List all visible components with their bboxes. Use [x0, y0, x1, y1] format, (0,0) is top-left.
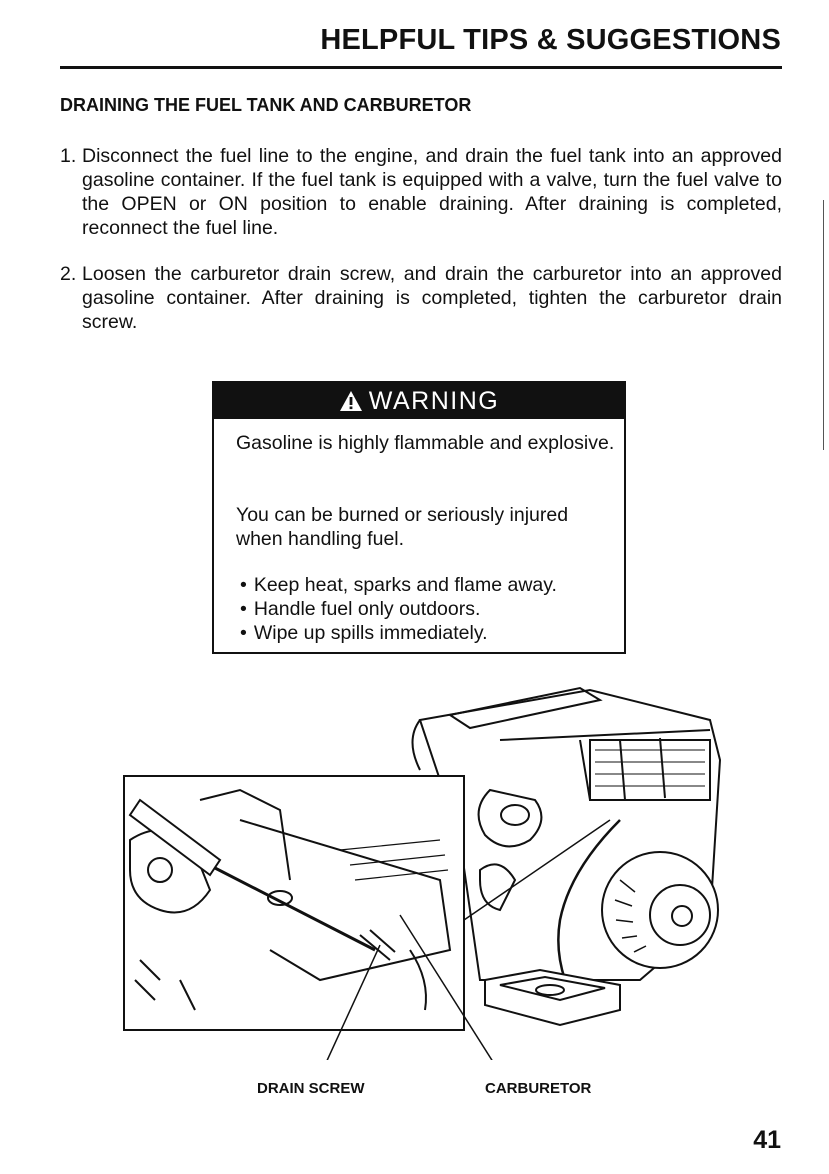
page-header-title: HELPFUL TIPS & SUGGESTIONS [320, 24, 781, 56]
step-1: 1. Disconnect the fuel line to the engin… [60, 144, 782, 240]
section-heading: DRAINING THE FUEL TANK AND CARBURETOR [60, 95, 472, 115]
step-number: 1. [60, 145, 77, 167]
drain-screw-leader [326, 944, 381, 1060]
page-number: 41 [753, 1126, 781, 1154]
header-rule [60, 66, 782, 69]
engine-illustration [123, 686, 722, 1060]
drain-screw-label: DRAIN SCREW [257, 1080, 365, 1097]
warning-bullet: Handle fuel only outdoors. [240, 597, 557, 621]
carburetor-label: CARBURETOR [485, 1080, 592, 1097]
fuel-line [557, 819, 621, 981]
drain-pan [484, 968, 621, 1027]
warning-banner: WARNING [214, 383, 624, 419]
step-text: Loosen the carburetor drain screw, and d… [82, 263, 782, 333]
warning-bullet-list: Keep heat, sparks and flame away. Handle… [240, 573, 557, 645]
warning-box: WARNING Gasoline is highly flammable and… [212, 381, 626, 654]
warning-bullet: Wipe up spills immediately. [240, 621, 557, 645]
step-text: Disconnect the fuel line to the engine, … [82, 145, 782, 239]
warning-label: WARNING [368, 386, 500, 415]
warning-triangle-icon [339, 390, 363, 412]
carburetor [477, 788, 543, 912]
step-2: 2. Loosen the carburetor drain screw, an… [60, 262, 782, 334]
detail-inset [123, 775, 465, 1031]
carburetor-leader [399, 914, 493, 1060]
page-edge-line [823, 200, 824, 450]
warning-paragraph: Gasoline is highly flammable and explosi… [236, 432, 615, 454]
warning-bullet: Keep heat, sparks and flame away. [240, 573, 557, 597]
recoil-starter [601, 851, 719, 969]
step-number: 2. [60, 263, 77, 285]
warning-paragraph: You can be burned or seriously injured w… [236, 504, 569, 550]
connector-line [463, 819, 611, 921]
